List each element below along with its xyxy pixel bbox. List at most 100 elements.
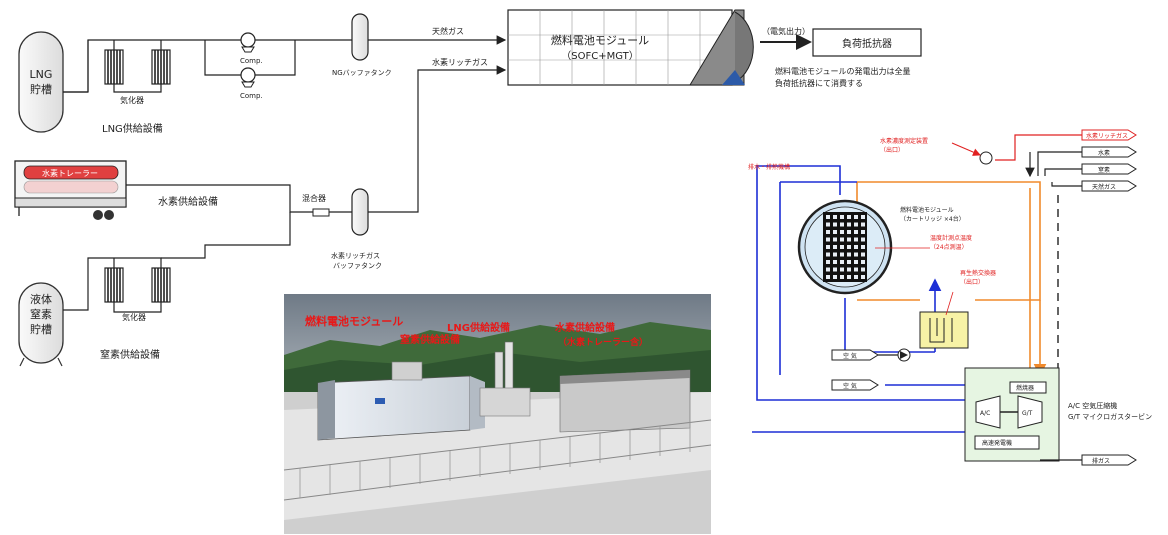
fc-cell: [854, 245, 858, 249]
lng-supply-label: LNG供給設備: [102, 122, 163, 135]
legend-ac: A/C 空気圧縮機: [1068, 401, 1117, 410]
fc-cell: [861, 215, 865, 219]
temp-meter-label-1: 温度計測点温度: [930, 234, 972, 242]
h2-buffer-label-2: バッファタンク: [333, 261, 382, 270]
h2-rich-gas-pipe: [368, 65, 507, 213]
fuel-cell-module: 燃料電池モジュール （SOFC+MGT）: [507, 9, 754, 86]
note-line-1: 燃料電池モジュールの発電出力は全量: [775, 66, 910, 76]
compressor-2: [240, 67, 256, 88]
fc-cell: [847, 222, 851, 227]
h2-supply-section: 水素トレーラー 水素供給設備 混合器 水素リッチガス バッファタンク: [14, 160, 382, 270]
generator-label: 高速発電機: [982, 439, 1012, 447]
fc-cell: [840, 222, 844, 227]
fc-cell: [854, 222, 858, 227]
fc-cell: [840, 260, 844, 264]
fc-cell: [840, 267, 844, 272]
h2-rich-gas-label: 水素リッチガス: [432, 57, 488, 67]
note-line-2: 負荷抵抗器にて消費する: [775, 78, 863, 88]
fc-cell: [833, 245, 837, 249]
lng-tank: [18, 31, 64, 133]
fc-cell: [847, 252, 851, 257]
right-inputs: 水素リッチガス 水素 窒素 天然ガス: [1081, 129, 1137, 192]
fc-cell: [826, 237, 830, 242]
compressor-1: [240, 32, 256, 53]
photo-label-n2: 窒素供給設備: [400, 333, 460, 346]
air-input-1: [831, 349, 879, 361]
exhaust-top-label: 排水・排熱機構: [748, 163, 790, 171]
fc-cell: [833, 230, 837, 234]
ng-buffer-label: NGバッファタンク: [332, 68, 392, 77]
fc-cell: [847, 237, 851, 242]
fc-cell: [833, 215, 837, 219]
air1-label: 空 気: [843, 352, 857, 360]
vaporizer-label: 気化器: [120, 95, 144, 105]
photo-label-fc: 燃料電池モジュール: [304, 314, 403, 328]
fc-cell: [826, 275, 830, 279]
input-n2: 窒素: [1098, 166, 1110, 174]
exhaust-label: 排ガス: [1092, 457, 1110, 465]
legend-gt: G/T マイクロガスタービン: [1068, 412, 1152, 421]
h2-meter-label-2: （出口）: [880, 146, 904, 154]
right-schematic: 水素リッチガス 水素 窒素 天然ガス 水素濃度測定装置 （出口） 排水・排熱機構: [748, 129, 1152, 466]
fc-cell: [847, 215, 851, 219]
fc-cell: [854, 267, 858, 272]
h2-buffer-label-1: 水素リッチガス: [331, 251, 380, 260]
fc-cell: [840, 237, 844, 242]
lng-pipe: [63, 39, 205, 93]
vaporizer2-label: 気化器: [122, 312, 146, 322]
fc-cell: [840, 215, 844, 219]
fc-cell: [847, 267, 851, 272]
fc-cell: [854, 215, 858, 219]
n2-supply-label: 窒素供給設備: [100, 348, 160, 361]
fc-cell: [826, 260, 830, 264]
fc-cell: [833, 275, 837, 279]
lng-vaporizer-1: [104, 49, 124, 85]
fc-cell: [861, 245, 865, 249]
fc-cell: [826, 267, 830, 272]
fc-cell: [861, 230, 865, 234]
fc-cell: [833, 222, 837, 227]
h2-buffer-tank: [351, 188, 369, 236]
comp1-label: Comp.: [240, 57, 263, 65]
mixer: [312, 208, 330, 217]
h2-trailer-label: 水素トレーラー: [42, 168, 98, 178]
natural-gas-label: 天然ガス: [432, 26, 464, 36]
fc-cell: [847, 230, 851, 234]
fc-cell: [826, 245, 830, 249]
input-h2rich: 水素リッチガス: [1086, 132, 1128, 140]
fc-cell: [847, 260, 851, 264]
turbine-gt: [1017, 395, 1043, 429]
fc-vessel: [797, 199, 893, 295]
fc-cell: [840, 275, 844, 279]
n2-tank: [18, 282, 64, 364]
combustor: [1009, 381, 1047, 394]
fc-cell: [840, 252, 844, 257]
ng-buffer-tank: [351, 13, 369, 61]
n2-vaporizer-1: [104, 267, 124, 303]
fc-cell: [854, 275, 858, 279]
fc-cell: [826, 215, 830, 219]
temp-meter-label-2: （24点測温）: [930, 243, 968, 251]
hx-label-2: （出口）: [960, 278, 984, 286]
n2-tank-label-3: 貯槽: [30, 323, 52, 336]
site-photo: 燃料電池モジュール 窒素供給設備 LNG供給設備 水素供給設備 （水素トレーラー…: [283, 294, 712, 534]
fc-cell: [861, 222, 865, 227]
photo-label-trailer: （水素トレーラー含）: [558, 336, 648, 348]
mixer-label: 混合器: [302, 193, 326, 203]
input-ng: 天然ガス: [1092, 183, 1116, 191]
fc-cell: [854, 237, 858, 242]
photo-label-h2: 水素供給設備: [554, 321, 615, 334]
input-h2: 水素: [1098, 149, 1110, 157]
lng-vaporizer-2: [151, 49, 171, 85]
ac-label: A/C: [980, 410, 990, 417]
fc-cell: [861, 275, 865, 279]
fc-cell: [861, 237, 865, 242]
fc-cell: [847, 275, 851, 279]
fc-cell: [861, 267, 865, 272]
fc-cell: [840, 230, 844, 234]
fc-cell: [847, 245, 851, 249]
generator: [974, 435, 1040, 450]
elec-output-label: （電気出力）: [762, 26, 810, 36]
h2-supply-label: 水素供給設備: [158, 195, 218, 208]
